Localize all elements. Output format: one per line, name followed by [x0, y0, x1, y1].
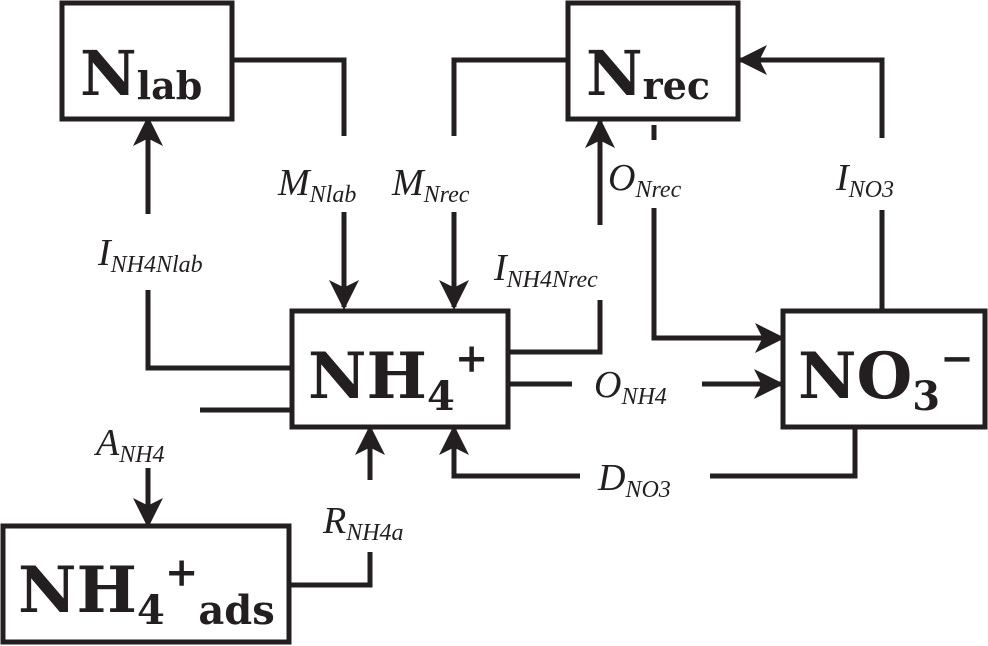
pool-nh4-ads-label: NH4+ads: [18, 549, 275, 634]
connectors: [133, 45, 885, 588]
pool-nh4-box: [289, 308, 511, 430]
flux-label-o-nrec: ONrec: [608, 157, 682, 203]
flux-label-i-nh4nlab: INH4Nlab: [97, 232, 203, 278]
flux-label-m-nlab: MNlab: [277, 162, 356, 208]
flux-label-r-nh4a: RNH4a: [322, 500, 404, 546]
flux-labels: MNlab MNrec ONrec INO3 INH4Nlab INH4Nrec…: [93, 157, 894, 546]
arrow-i-no3: [737, 45, 885, 138]
pool-n-lab-label: Nlab: [80, 37, 202, 110]
pool-no3-label: NO3−: [798, 335, 974, 420]
flux-label-d-no3: DNO3: [597, 457, 671, 503]
flux-label-m-nrec: MNrec: [391, 162, 470, 208]
flow-line-i-nh4nrec: [508, 300, 603, 355]
flow-line-m-nlab: [232, 57, 347, 136]
flux-label-o-nh4: ONH4: [594, 364, 667, 410]
pool-no3-box: [780, 308, 988, 430]
flow-line-r-nh4a: [290, 552, 373, 588]
pool-n-rec-box: [565, 0, 741, 122]
pool-nh4-ads: NH4+ads: [0, 523, 292, 645]
pool-n-lab-box: [59, 0, 235, 122]
flow-line-d-no3: [710, 429, 858, 479]
flow-line-i-nh4nlab: [145, 290, 292, 371]
flux-label-i-no3: INO3: [835, 157, 894, 203]
pool-nh4-label: NH4+: [308, 335, 488, 420]
pool-n-rec-label: Nrec: [586, 37, 710, 110]
pool-nh4-ads-box: [0, 523, 292, 645]
pool-n-lab: Nlab: [59, 0, 235, 122]
arrow-d-no3: [439, 425, 580, 479]
pool-n-rec: Nrec: [565, 0, 741, 122]
pool-no3: NO3−: [780, 308, 988, 430]
arrow-o-nrec: [651, 208, 785, 353]
flow-line-m-nrec: [451, 57, 568, 136]
flux-label-a-nh4: ANH4: [93, 422, 165, 468]
pool-nh4: NH4+: [289, 308, 511, 430]
flux-label-i-nh4nrec: INH4Nrec: [493, 247, 598, 293]
